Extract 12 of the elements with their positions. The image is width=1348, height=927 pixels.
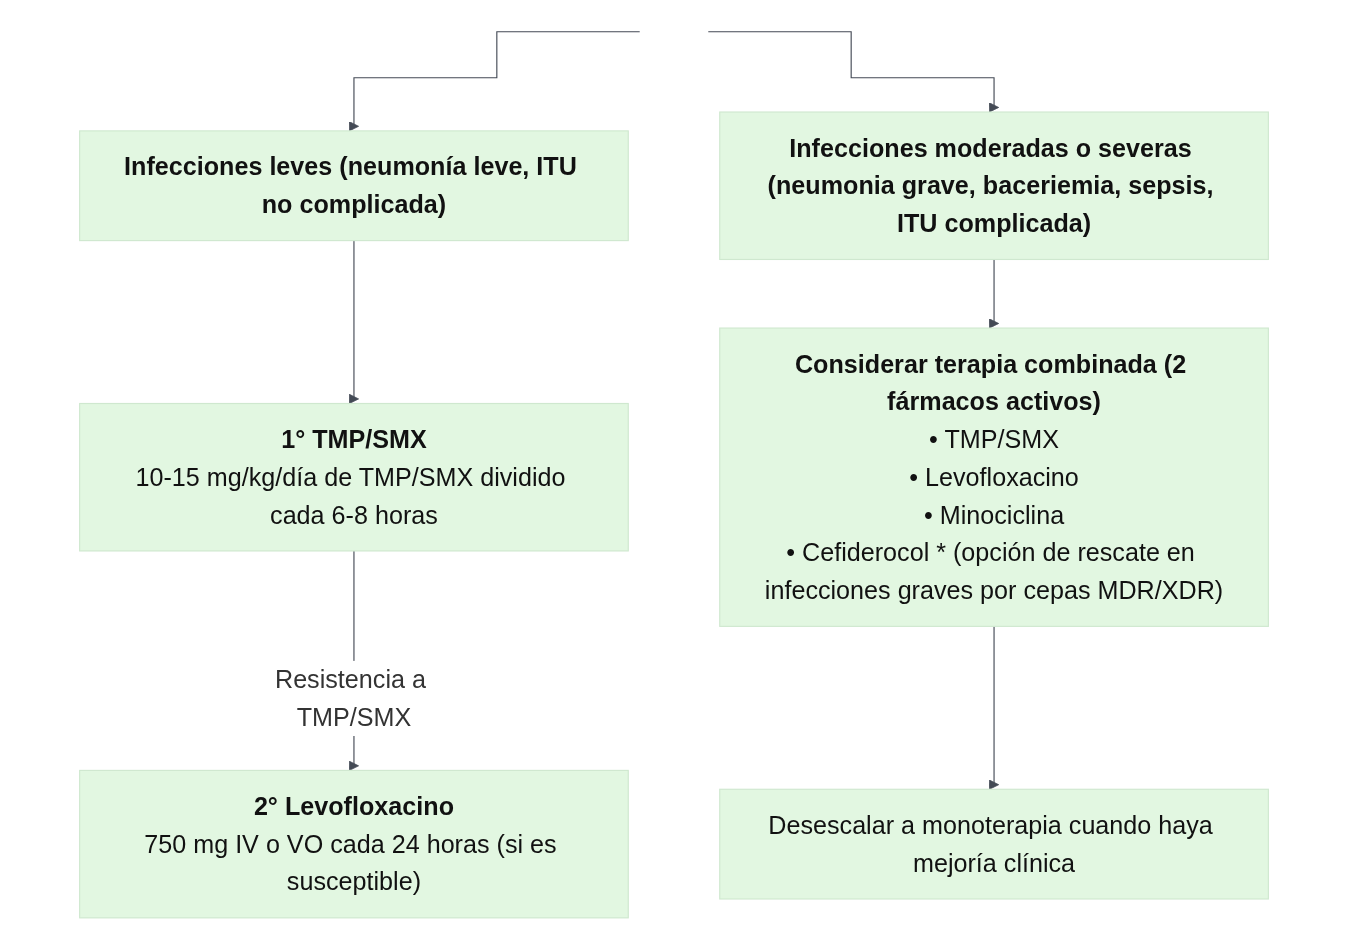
node-box: Infecciones moderadas o severas (neumonia grave, baceriemia, sepsis, ITU complicada) (719, 111, 1269, 261)
node-box: 2° Levofloxacino 750 mg IV o VO cada 24 horas (si es susceptible) (79, 769, 629, 919)
arrow (989, 625, 1000, 790)
arrow (348, 240, 359, 404)
node-box: Infecciones leves (neumonía leve, ITU no complicada) (79, 130, 629, 242)
node-box: Desescalar a monoterapia cuando haya mejoría clínica (719, 788, 1269, 900)
node-box: 1° TMP/SMX 10-15 mg/kg/día de TMP/SMX dividido cada 6-8 horas (79, 402, 629, 552)
arrow (707, 31, 1000, 113)
arrow (348, 31, 641, 132)
arrow (989, 258, 1000, 329)
edge-label: Resistencia a TMP/SMX (274, 665, 426, 732)
node-box: Considerar terapia combinada (2 fármacos activos) • TMP/SMX • Levofloxacino • Minociclina • Cefiderocol * (opción de rescate en infecciones graves por cepas MDR/XDR) (719, 327, 1269, 627)
